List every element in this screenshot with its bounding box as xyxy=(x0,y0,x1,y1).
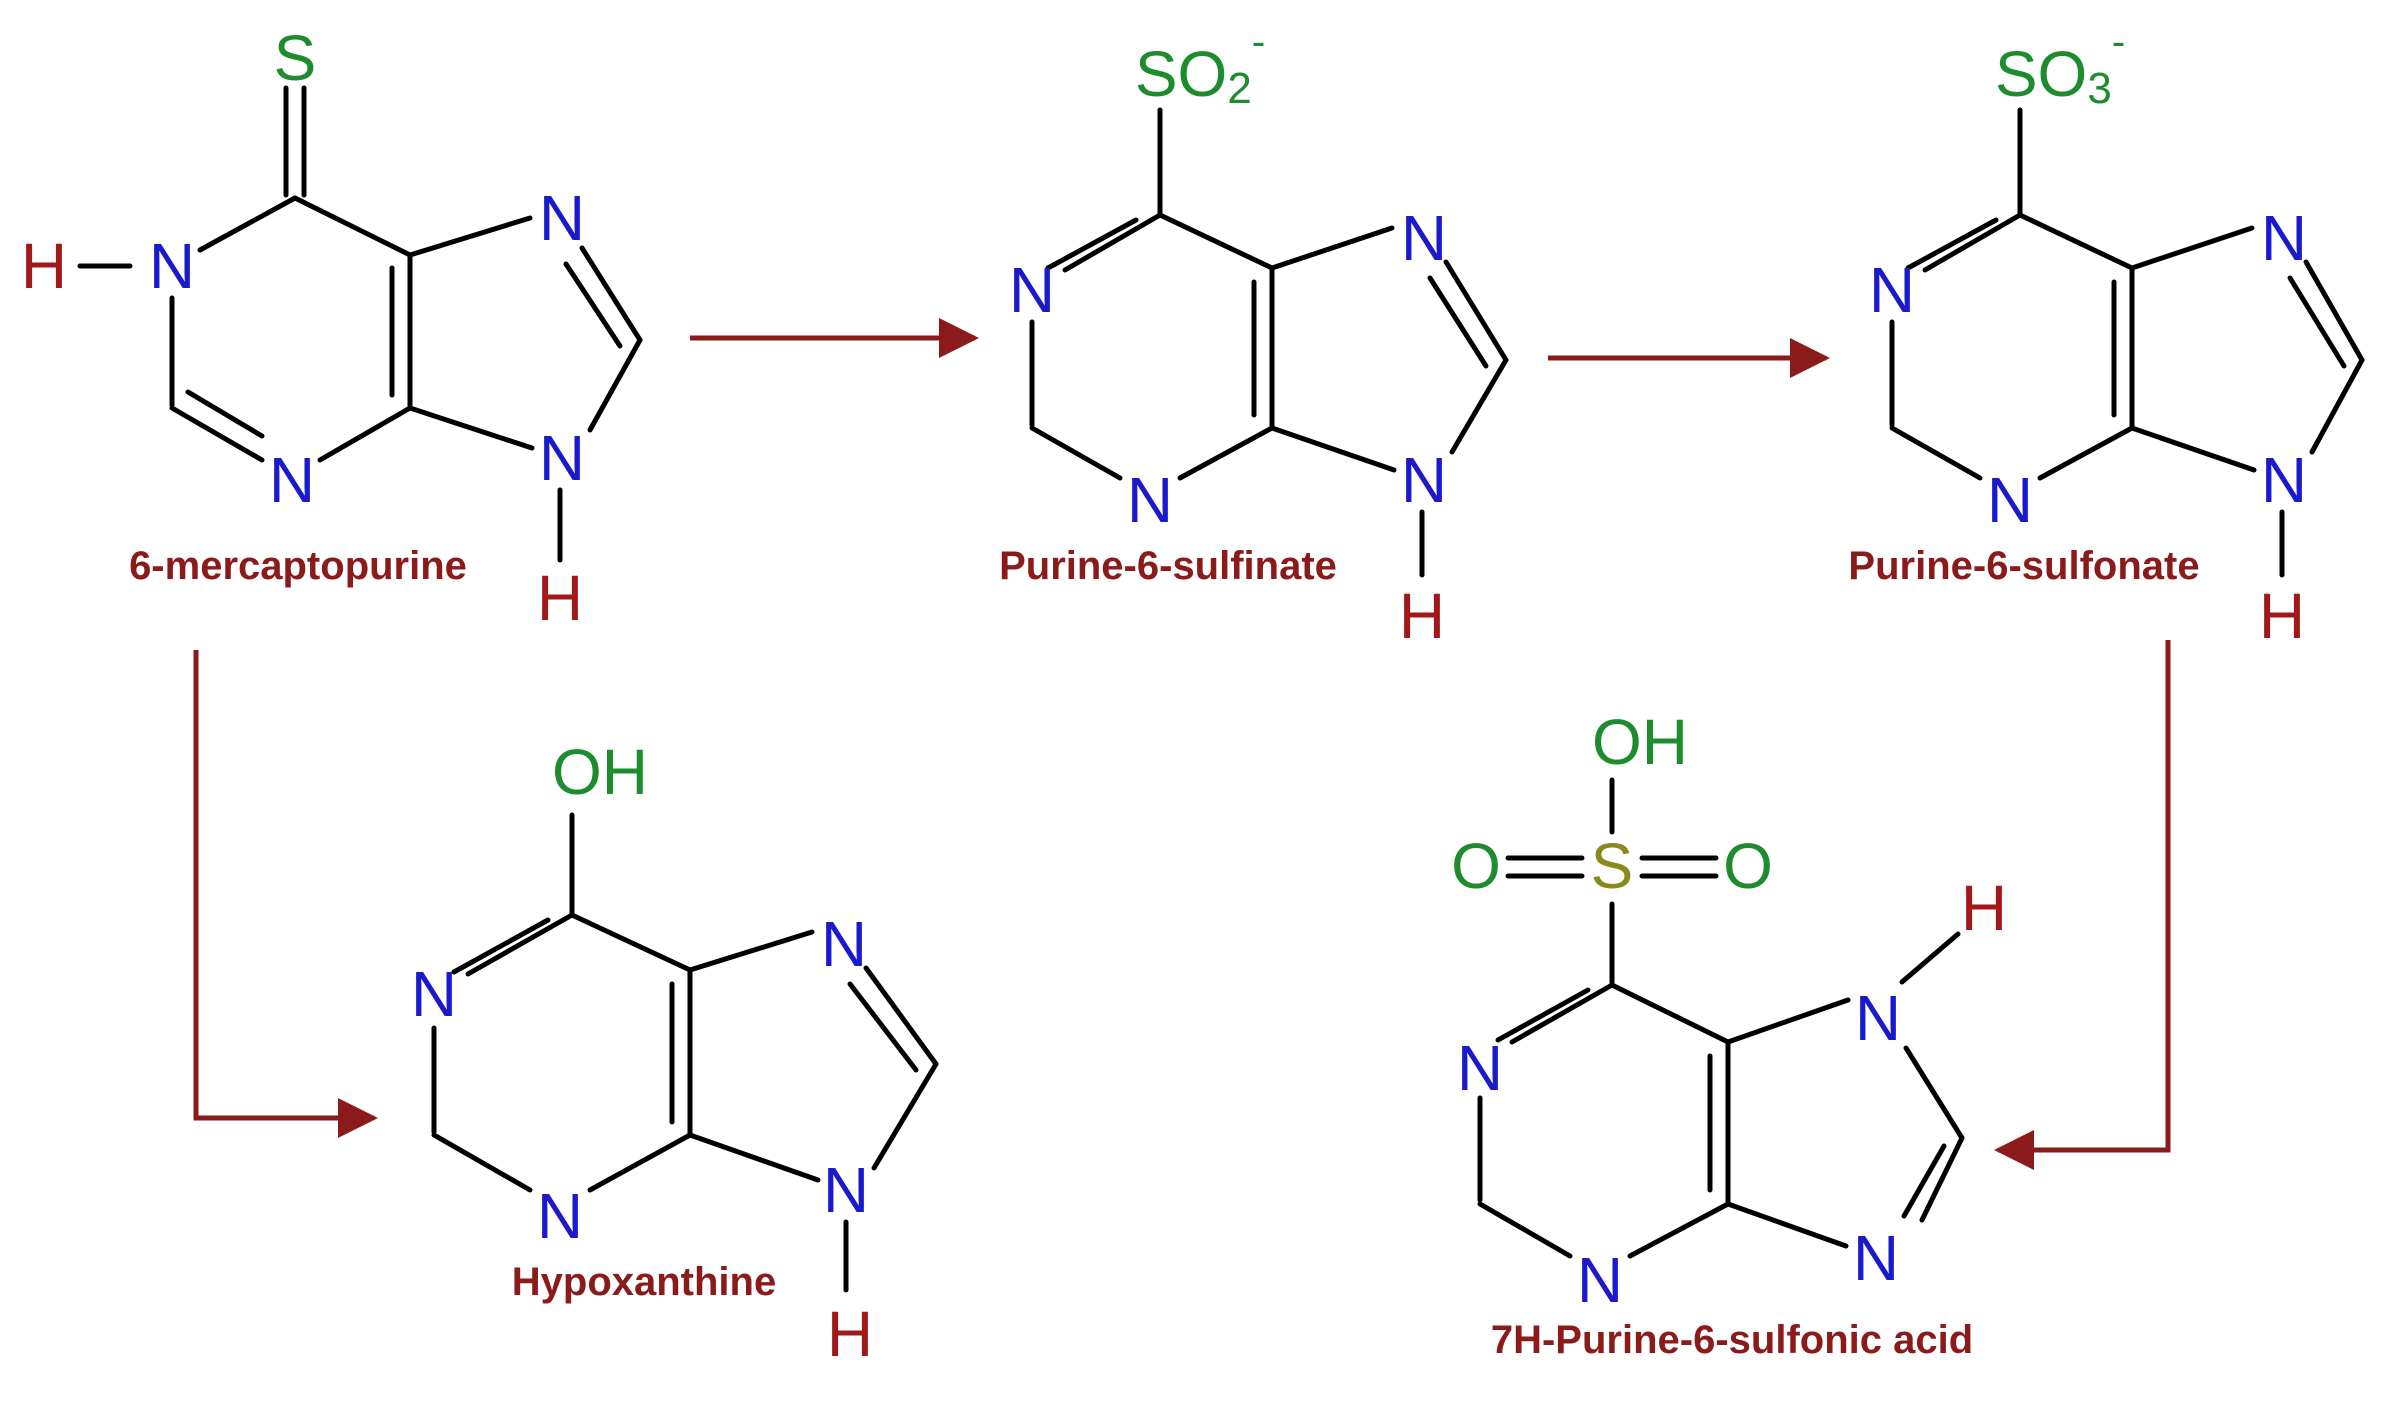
reaction-arrows xyxy=(193,318,2171,1170)
compound-purine-6-sulfonate: SO3- N N N N H Purine-6-sulfonate xyxy=(1848,20,2365,652)
compound-label: 7H-Purine-6-sulfonic acid xyxy=(1491,1318,1973,1362)
subscript: 2 xyxy=(1227,64,1251,113)
oxygen-atom: O xyxy=(1723,830,1773,902)
n3-atom: N xyxy=(537,1180,583,1252)
compound-hypoxanthine: OH N N N N H Hypoxanthine xyxy=(411,736,939,1370)
charge: - xyxy=(2112,20,2125,64)
n7-atom: N xyxy=(539,182,585,254)
n3-atom: N xyxy=(1577,1244,1623,1316)
n7-atom: N xyxy=(2261,202,2307,274)
compound-label: Purine-6-sulfonate xyxy=(1848,544,2199,588)
hydroxyl-group: OH xyxy=(1592,706,1688,778)
arrow-sulfonate-to-sulfonic-acid xyxy=(1994,640,2171,1170)
sulfonate-group: SO3- xyxy=(1995,20,2125,113)
compound-7h-purine-6-sulfonic-acid: OH S O O H N N N N 7H-Purine-6-sulfonic … xyxy=(1451,706,2007,1362)
hydrogen-atom: H xyxy=(21,230,67,302)
n7-atom: N xyxy=(1401,202,1447,274)
n9-atom: N xyxy=(1853,1222,1899,1294)
n3-atom: N xyxy=(269,444,315,516)
hydrogen-atom: H xyxy=(1961,872,2007,944)
n9-atom: N xyxy=(2261,444,2307,516)
n1-atom: N xyxy=(1009,254,1055,326)
bonds xyxy=(1029,107,1509,578)
hydrogen-atom: H xyxy=(537,562,583,634)
compound-purine-6-sulfinate: SO2- N N N N H Purine-6-sulfinate xyxy=(999,20,1509,652)
charge: - xyxy=(1252,20,1265,64)
n7-atom: N xyxy=(1855,982,1901,1054)
compound-label: Hypoxanthine xyxy=(512,1260,776,1304)
hydrogen-atom: H xyxy=(827,1298,873,1370)
compound-6-mercaptopurine: S N H N N N H 6-mercaptopurine xyxy=(21,22,643,634)
hydrogen-atom: H xyxy=(1399,580,1445,652)
compound-label: Purine-6-sulfinate xyxy=(999,544,1337,588)
oxygen-atom: O xyxy=(1451,830,1501,902)
hydrogen-atom: H xyxy=(2259,580,2305,652)
bonds xyxy=(431,812,939,1293)
sulfinate-group: SO2- xyxy=(1135,20,1265,113)
sulfur-atom: S xyxy=(274,22,317,94)
subscript: 3 xyxy=(2087,64,2111,113)
n3-atom: N xyxy=(1127,464,1173,536)
n1-atom: N xyxy=(1457,1032,1503,1104)
n3-atom: N xyxy=(1987,464,2033,536)
n1-atom: N xyxy=(149,230,195,302)
n9-atom: N xyxy=(823,1154,869,1226)
bonds xyxy=(1477,777,1965,1259)
sulfonate-so: SO xyxy=(1995,38,2087,110)
arrow-mercaptopurine-to-hypoxanthine xyxy=(193,650,378,1138)
n7-atom: N xyxy=(821,908,867,980)
n9-atom: N xyxy=(539,422,585,494)
sulfur-atom: S xyxy=(1591,830,1634,902)
hydroxyl-group: OH xyxy=(552,736,648,808)
n1-atom: N xyxy=(1869,254,1915,326)
sulfinate-so: SO xyxy=(1135,38,1227,110)
bonds xyxy=(1889,107,2365,578)
bonds xyxy=(77,85,643,563)
compound-label: 6-mercaptopurine xyxy=(129,544,467,588)
n1-atom: N xyxy=(411,958,457,1030)
n9-atom: N xyxy=(1401,444,1447,516)
